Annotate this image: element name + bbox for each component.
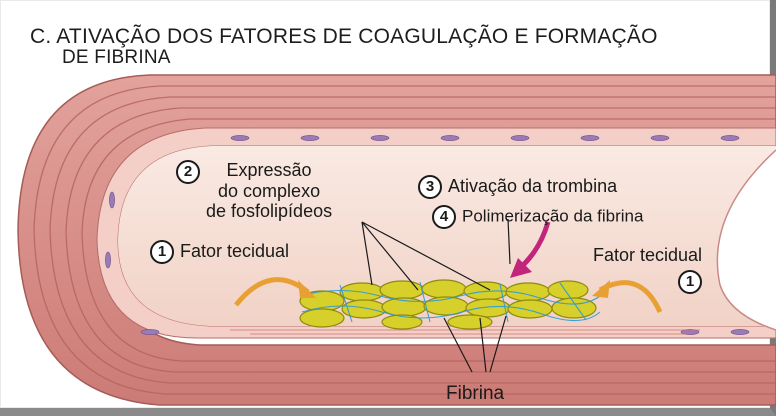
label-step1-left: 1 Fator tecidual bbox=[150, 240, 289, 264]
label-step1-right: Fator tecidual 1 bbox=[593, 245, 702, 294]
step1-left-number: 1 bbox=[150, 240, 174, 264]
step4-number: 4 bbox=[432, 205, 456, 229]
step2-line2: do complexo bbox=[206, 181, 332, 202]
step1-right-number: 1 bbox=[678, 270, 702, 294]
step1-right-text: Fator tecidual bbox=[593, 245, 702, 266]
step3-number: 3 bbox=[418, 175, 442, 199]
label-step3: 3 Ativação da trombina bbox=[418, 175, 617, 199]
label-step2: 2 Expressão do complexo de fosfolipídeos bbox=[176, 160, 332, 222]
step4-text: Polimerização da fibrina bbox=[462, 206, 643, 225]
step2-number: 2 bbox=[176, 160, 200, 184]
label-step4: 4 Polimerização da fibrina bbox=[432, 205, 643, 229]
step3-text: Ativação da trombina bbox=[448, 176, 617, 196]
step2-line1: Expressão bbox=[206, 160, 332, 181]
step2-line3: de fosfolipídeos bbox=[206, 201, 332, 222]
label-fibrin: Fibrina bbox=[446, 383, 504, 405]
step1-left-text: Fator tecidual bbox=[180, 241, 289, 261]
